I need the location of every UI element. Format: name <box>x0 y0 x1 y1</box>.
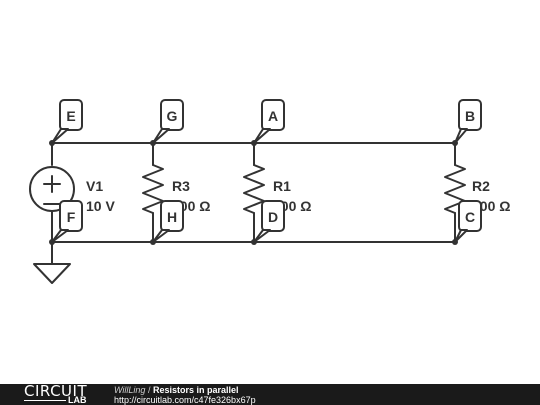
circuit-schematic: V1 10 V R3 100 Ω R1 100 Ω R2 100 Ω E G A… <box>29 99 510 284</box>
logo-wire-icon <box>24 400 66 401</box>
resistor-r2 <box>444 164 466 214</box>
node-label: A <box>268 108 278 124</box>
logo-lab-text: LAB <box>68 395 87 405</box>
node-tag-b[interactable]: B <box>454 99 482 144</box>
r3-label: R3 <box>172 178 190 194</box>
resistor-r1 <box>243 164 265 214</box>
node-tag-d[interactable]: D <box>253 200 285 243</box>
author-link[interactable]: WillLing <box>114 385 146 395</box>
node-label: F <box>67 209 76 225</box>
node-tag-e[interactable]: E <box>51 99 83 144</box>
node-tag-c[interactable]: C <box>454 200 482 243</box>
node-tag-g[interactable]: G <box>152 99 184 144</box>
node-label: G <box>167 108 178 124</box>
ground-symbol <box>33 263 71 284</box>
resistor-r3 <box>142 164 164 214</box>
node-label: H <box>167 209 177 225</box>
node-tag-a[interactable]: A <box>253 99 285 144</box>
circuit-url-link[interactable]: http://circuitlab.com/c47fe326bx67p <box>114 395 256 405</box>
circuitlab-logo-sub: LAB <box>24 395 94 405</box>
node-label: D <box>268 209 278 225</box>
node-label: C <box>465 209 475 225</box>
node-tag-f[interactable]: F <box>51 200 83 243</box>
node-label: E <box>66 108 75 124</box>
circuitlab-logo-text: CIRCUIT <box>24 382 88 400</box>
node-tag-h[interactable]: H <box>152 200 184 243</box>
separator: / <box>145 385 153 395</box>
circuit-title: Resistors in parallel <box>152 385 239 395</box>
v1-value: 10 V <box>86 198 115 214</box>
r2-label: R2 <box>472 178 490 194</box>
node-label: B <box>465 108 475 124</box>
author-title-line: WillLing / Resistors in parallel <box>114 385 239 395</box>
v1-label: V1 <box>86 178 103 194</box>
footer-bar: CIRCUIT LAB WillLing / Resistors in para… <box>0 384 540 405</box>
r1-label: R1 <box>273 178 291 194</box>
